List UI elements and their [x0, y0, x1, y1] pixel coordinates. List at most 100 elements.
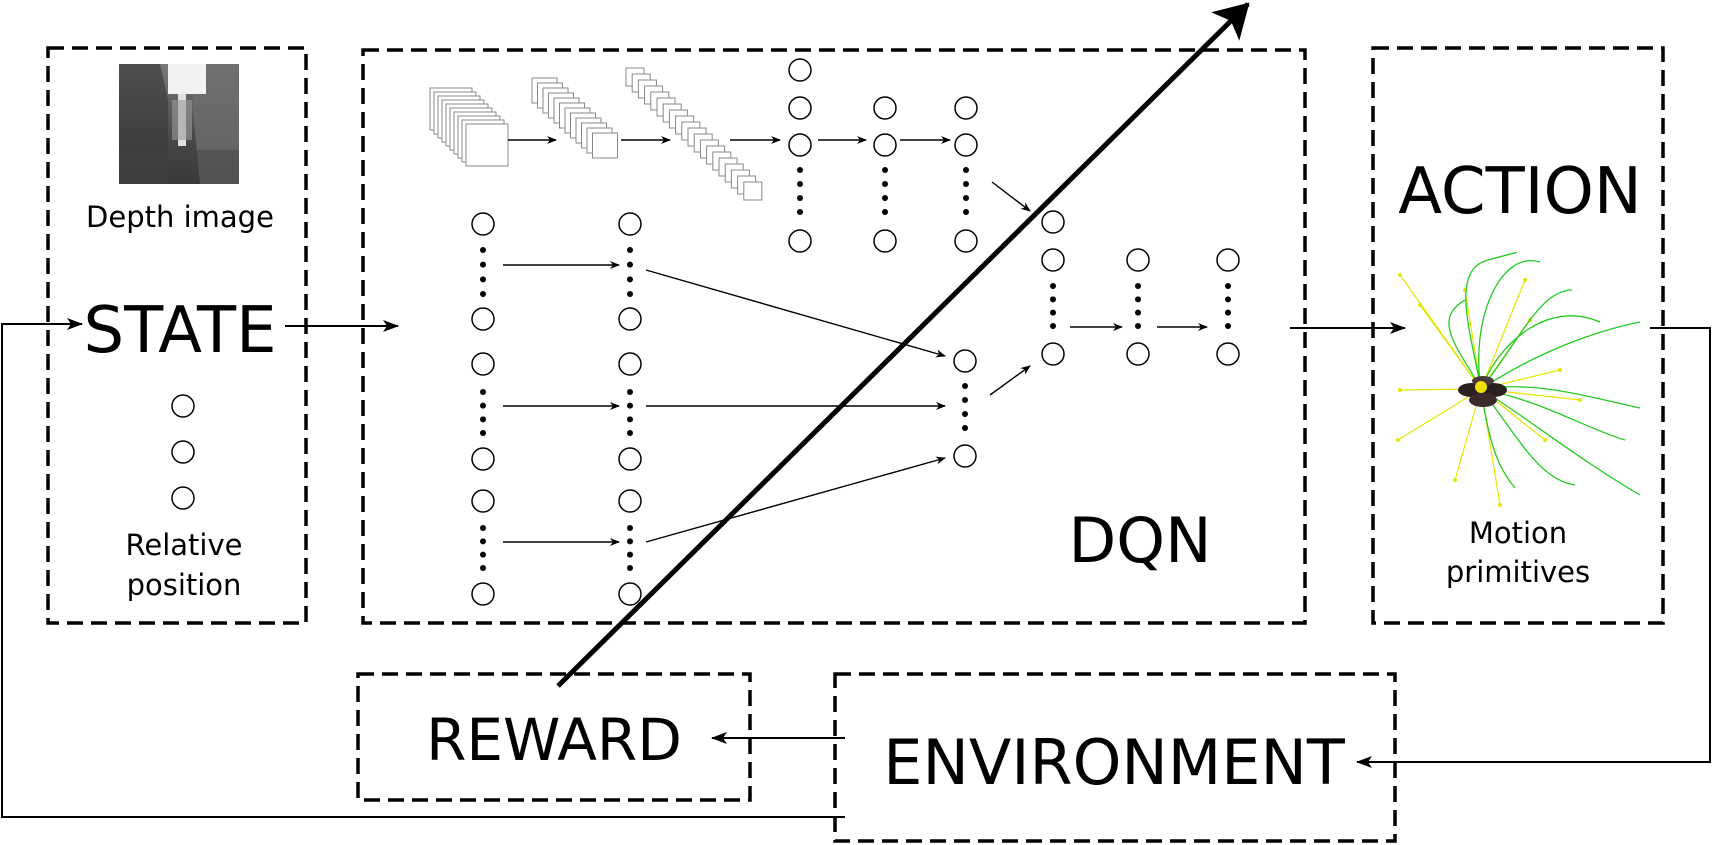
- quadrotor-icon: [1458, 376, 1507, 407]
- motion-primitive-curve: [1480, 315, 1601, 390]
- network-node: [788, 58, 812, 82]
- environment-box: [833, 672, 1397, 843]
- neural-network-nodes: [471, 58, 1240, 606]
- reward-title: REWARD: [426, 706, 682, 774]
- motion-primitive-path: [1480, 279, 1526, 390]
- ellipsis-dot: [963, 181, 969, 187]
- action-to-environment-arrow: [1356, 327, 1711, 768]
- ellipsis-dot: [1135, 309, 1141, 316]
- network-node: [618, 489, 642, 513]
- motion-primitive-endpoint: [1578, 398, 1582, 402]
- network-node: [471, 212, 495, 236]
- ellipsis-dot: [480, 389, 486, 395]
- environment-to-state-arrow: [1, 318, 845, 818]
- ellipsis-dot: [797, 167, 803, 173]
- relative-position-label-line2: position: [127, 568, 242, 602]
- network-node: [618, 582, 642, 606]
- dqn-panel: DQN: [361, 48, 1307, 625]
- network-node: [618, 352, 642, 376]
- motion-primitives-label-line2: primitives: [1446, 555, 1590, 589]
- ellipsis-dot: [1050, 296, 1056, 303]
- relative-position-label-line1: Relative: [126, 528, 243, 562]
- network-node: [954, 229, 978, 253]
- network-node: [471, 489, 495, 513]
- network-node: [954, 133, 978, 157]
- ellipsis-dot: [480, 430, 486, 436]
- conv-feature-map: [592, 132, 618, 159]
- ellipsis-dot: [480, 565, 486, 571]
- ellipsis-dot: [480, 416, 486, 423]
- ellipsis-dot: [480, 247, 486, 253]
- depth-image-thumbnail: [119, 64, 239, 184]
- merge-arrow: [991, 181, 1031, 212]
- ellipsis-dot: [1050, 323, 1056, 329]
- network-node: [788, 96, 812, 120]
- ellipsis-dot: [627, 291, 633, 297]
- motion-primitive-path: [1419, 304, 1482, 390]
- reward-update-arrow: [556, 2, 1250, 688]
- ellipsis-dot: [963, 209, 969, 215]
- network-node: [954, 96, 978, 120]
- ellipsis-dot: [962, 383, 968, 389]
- ellipsis-dot: [1050, 309, 1056, 316]
- network-node: [1126, 342, 1150, 366]
- motion-primitive-endpoint: [1498, 503, 1502, 507]
- motion-primitive-endpoint: [1453, 478, 1457, 482]
- position-node: [171, 486, 195, 510]
- ellipsis-dot: [480, 538, 486, 545]
- ellipsis-dot: [627, 261, 633, 268]
- ellipsis-dot: [480, 291, 486, 297]
- ellipsis-dot: [627, 416, 633, 423]
- ellipsis-dot: [480, 525, 486, 531]
- ellipsis-dot: [963, 167, 969, 173]
- ellipsis-dot: [627, 565, 633, 571]
- dqn-title: DQN: [1069, 504, 1212, 577]
- network-node: [1216, 248, 1240, 272]
- motion-primitive-curve: [1465, 251, 1517, 390]
- ellipsis-dot: [627, 551, 633, 558]
- ellipsis-dot: [1135, 296, 1141, 303]
- action-panel: ACTION Motion primitives: [1371, 46, 1665, 625]
- reward-panel: REWARD: [356, 672, 752, 802]
- motion-primitive-curve: [1480, 321, 1641, 390]
- network-node: [471, 447, 495, 471]
- motion-primitive-endpoint: [1558, 368, 1562, 372]
- ellipsis-dot: [1225, 283, 1231, 289]
- ellipsis-dot: [480, 276, 486, 283]
- action-box: [1371, 46, 1665, 625]
- conv-feature-map: [465, 123, 509, 167]
- ellipsis-dot: [963, 195, 969, 201]
- network-node: [788, 133, 812, 157]
- ellipsis-dot: [797, 209, 803, 215]
- network-node: [618, 212, 642, 236]
- motion-primitive-curve: [1480, 388, 1576, 486]
- state-title: STATE: [83, 294, 276, 368]
- environment-title: ENVIRONMENT: [883, 726, 1346, 799]
- conv-layer-stack: [531, 77, 618, 159]
- network-node: [873, 96, 897, 120]
- motion-primitive-endpoint: [1398, 388, 1402, 392]
- ellipsis-dot: [627, 525, 633, 531]
- network-node: [873, 229, 897, 253]
- motion-primitive-path: [1397, 388, 1482, 441]
- ellipsis-dot: [797, 195, 803, 201]
- branch-arrow: [645, 456, 946, 543]
- ellipsis-dot: [962, 411, 968, 417]
- ellipsis-dot: [1135, 283, 1141, 289]
- conv-layer-stack: [429, 87, 509, 167]
- dqn-box: [361, 48, 1307, 625]
- depth-image-label: Depth image: [86, 200, 274, 234]
- network-node: [1041, 248, 1065, 272]
- ellipsis-dot: [1225, 296, 1231, 303]
- motion-primitives-graphic: [1396, 251, 1641, 507]
- network-node: [471, 307, 495, 331]
- conv-feature-map: [743, 181, 763, 201]
- merge-arrow: [989, 365, 1031, 396]
- network-node: [1216, 342, 1240, 366]
- state-panel: Depth image STATE Relative position: [46, 46, 308, 625]
- ellipsis-dot: [627, 247, 633, 253]
- ellipsis-dot: [1225, 309, 1231, 316]
- ellipsis-dot: [797, 181, 803, 187]
- ellipsis-dot: [1135, 323, 1141, 329]
